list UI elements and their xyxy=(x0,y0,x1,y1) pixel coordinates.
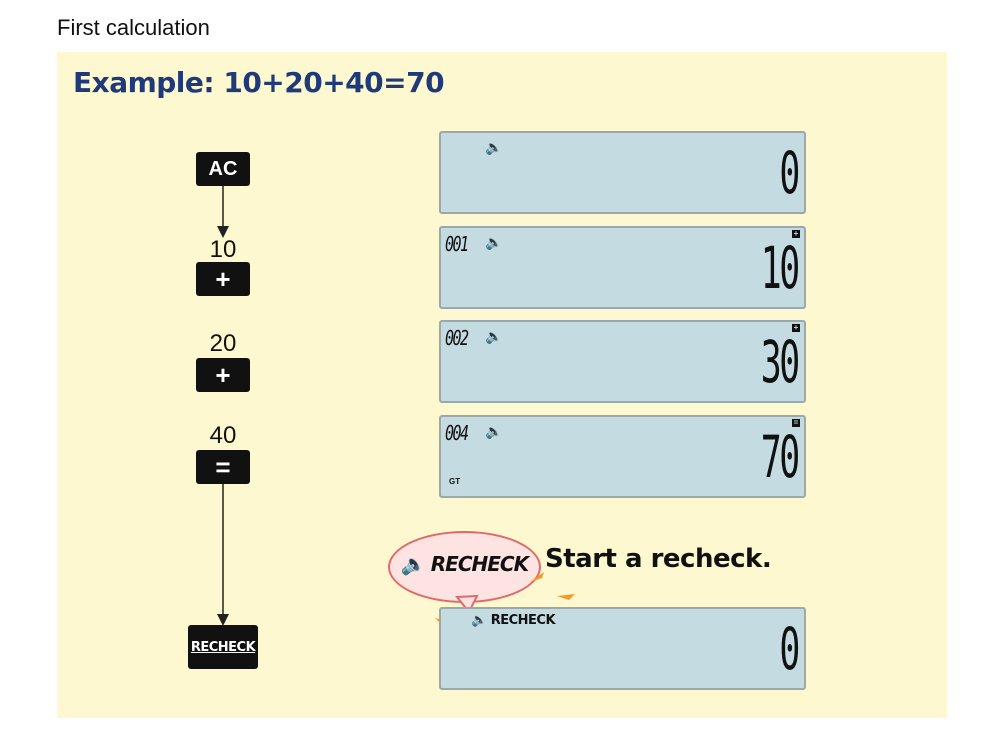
lcd-value: 70 xyxy=(760,423,801,491)
recheck-key[interactable]: RECHECK xyxy=(188,625,258,669)
lcd-counter: 004 xyxy=(445,421,469,445)
lcd-recheck-indicator: 🔈 RECHECK xyxy=(471,613,556,628)
lcd-display-3: 002 🔈 + 30 xyxy=(439,320,806,403)
speaker-icon: 🔈 xyxy=(485,328,503,344)
speaker-icon: 🔈 xyxy=(485,234,503,250)
input-value-40: 40 xyxy=(209,422,237,449)
lcd-recheck-label: RECHECK xyxy=(490,613,556,628)
plus-key[interactable]: + xyxy=(196,358,250,392)
page-heading: First calculation xyxy=(57,15,210,40)
lcd-display-1: 🔈 0 xyxy=(439,131,806,214)
lcd-sign: + xyxy=(792,229,800,238)
flow-arrows xyxy=(217,186,229,626)
callout-text: Start a recheck. xyxy=(545,544,772,574)
recheck-key-label: RECHECK xyxy=(190,639,256,655)
input-value-20: 20 xyxy=(209,330,237,357)
equals-key[interactable]: = xyxy=(196,450,250,484)
bubble-tail xyxy=(454,594,479,614)
lcd-sign: + xyxy=(792,323,800,332)
lcd-display-4: 004 🔈 = GT 70 xyxy=(439,415,806,498)
speaker-icon: 🔈 xyxy=(471,613,487,628)
lcd-value: 30 xyxy=(760,328,801,396)
lcd-counter: 001 xyxy=(445,232,469,256)
example-panel: Example: 10+20+40=70 AC 10 + 20 + 40 = R… xyxy=(57,52,947,718)
lcd-counter: 002 xyxy=(445,326,469,350)
lcd-value: 0 xyxy=(779,615,800,683)
recheck-callout-bubble: 🔈 RECHECK xyxy=(388,531,541,603)
speaker-icon: 🔈 xyxy=(485,423,503,439)
input-value-10: 10 xyxy=(209,236,237,263)
ray xyxy=(557,594,575,600)
callout-bubble-text: 🔈 RECHECK xyxy=(400,552,529,576)
lcd-value: 0 xyxy=(779,139,800,207)
lcd-gt-indicator: GT xyxy=(449,477,461,486)
lcd-sign: = xyxy=(792,418,800,427)
speaker-icon: 🔈 xyxy=(400,552,426,576)
plus-key[interactable]: + xyxy=(196,262,250,296)
callout-bubble-label: RECHECK xyxy=(430,552,529,576)
example-title: Example: 10+20+40=70 xyxy=(73,66,445,99)
ray xyxy=(530,572,544,582)
lcd-display-2: 001 🔈 + 10 xyxy=(439,226,806,309)
ac-key[interactable]: AC xyxy=(196,152,250,186)
lcd-display-5: 🔈 RECHECK 0 xyxy=(439,607,806,690)
lcd-value: 10 xyxy=(760,234,801,302)
speaker-icon: 🔈 xyxy=(485,139,503,155)
